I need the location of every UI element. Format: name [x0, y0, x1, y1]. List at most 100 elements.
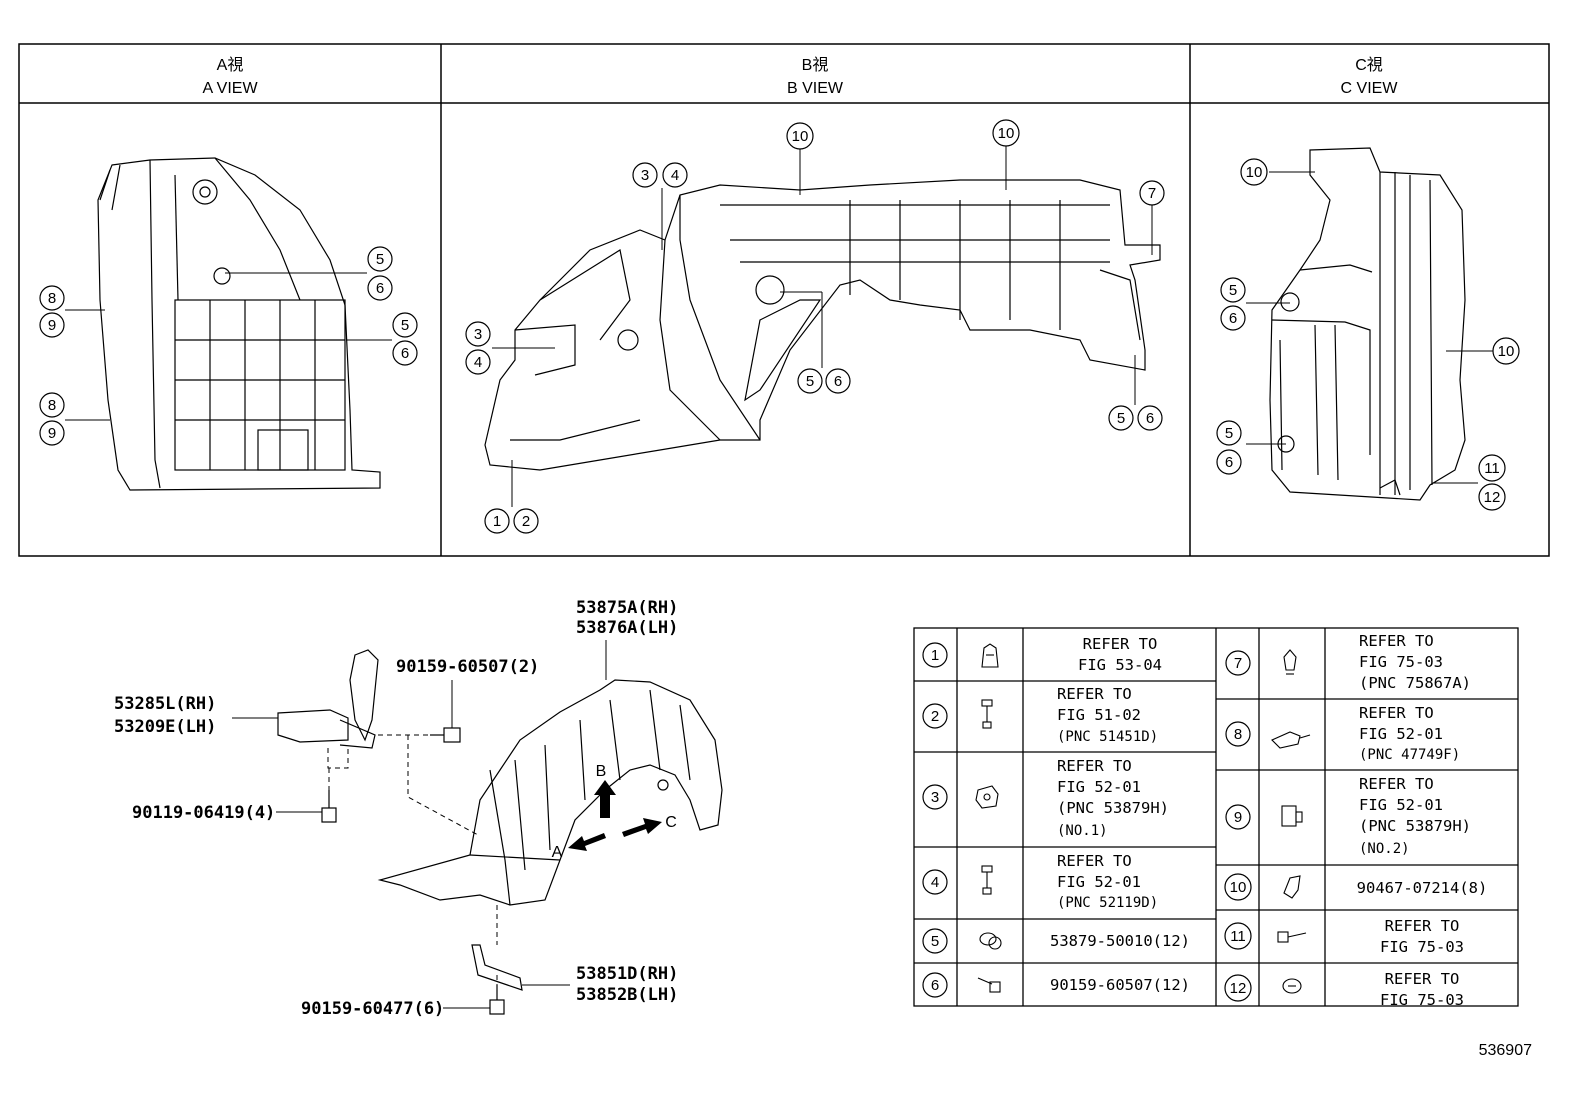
callout-6-b1: 6 [825, 368, 851, 394]
legend-12-line-1: REFER TO [1385, 970, 1460, 988]
legend-9-line-3: (PNC 53879H) [1359, 817, 1471, 835]
legend-3-line-2: FIG 52-01 [1057, 778, 1141, 796]
legend-3-line-4: (NO.1) [1057, 823, 1108, 839]
bracket-shape [277, 709, 349, 743]
legend-2-line-1: REFER TO [1057, 685, 1132, 703]
part-label-leaders [232, 640, 607, 1009]
legend-num-5: 5 [922, 928, 948, 954]
svg-text:6: 6 [931, 977, 939, 994]
label-bolt-top: 90159-60507(2) [396, 657, 539, 677]
callout-5-a2: 5 [392, 312, 418, 338]
view-b-drawing [484, 179, 1161, 471]
legend-7-line-3: (PNC 75867A) [1359, 674, 1471, 692]
callout-10-c1: 10 [1240, 158, 1268, 186]
callout-2-b: 2 [513, 508, 539, 534]
arrow-b [594, 780, 616, 818]
callout-3-b1: 3 [632, 162, 658, 188]
label-stay-rh: 53851D(RH) [576, 964, 678, 984]
callout-4-b1: 4 [662, 162, 688, 188]
cap-clip-icon [1282, 978, 1302, 994]
callout-9-a1: 9 [39, 312, 65, 338]
svg-text:12: 12 [1484, 489, 1501, 506]
legend-5-line-1: 53879-50010(12) [1050, 932, 1190, 950]
svg-text:7: 7 [1148, 185, 1156, 202]
legend-num-4: 4 [922, 869, 948, 895]
label-bolt-bottom: 90159-60477(6) [301, 999, 444, 1019]
part-labels: 53875A(RH) 53876A(LH) 53285L(RH) 53209E(… [114, 598, 678, 1019]
svg-text:10: 10 [1230, 879, 1247, 896]
callout-8-a1: 8 [39, 285, 65, 311]
svg-text:3: 3 [641, 167, 649, 184]
callout-11-c: 11 [1478, 454, 1506, 482]
legend-9-line-1: REFER TO [1359, 775, 1434, 793]
legend-11-line-2: FIG 75-03 [1380, 938, 1464, 956]
callout-8-a2: 8 [39, 392, 65, 418]
legend-2-line-2: FIG 51-02 [1057, 706, 1141, 724]
legend-3-line-1: REFER TO [1057, 757, 1132, 775]
arrow-c [622, 818, 662, 837]
arrow-a [568, 833, 606, 851]
svg-text:4: 4 [671, 167, 679, 184]
label-bracket-lh: 53209E(LH) [114, 717, 216, 737]
label-bracket-rh: 53285L(RH) [114, 694, 216, 714]
legend-icons [975, 643, 1311, 994]
grommet-icon [979, 932, 1002, 950]
view-c-title-en: C VIEW [1341, 80, 1399, 97]
svg-text:8: 8 [48, 290, 56, 307]
legend-num-10: 10 [1224, 873, 1252, 901]
legend-num-12: 12 [1224, 974, 1252, 1002]
svg-text:3: 3 [474, 326, 482, 343]
fender-liner-shape [377, 679, 723, 906]
legend-4-line-3: (PNC 52119D) [1057, 895, 1158, 911]
view-c-title-jp: C視 [1355, 56, 1383, 74]
screw-icon [981, 699, 993, 729]
legend-numbers: 1 2 3 4 5 6 7 8 9 10 11 12 [922, 642, 1252, 1002]
svg-text:4: 4 [474, 354, 482, 371]
svg-text:10: 10 [792, 128, 809, 145]
assembly-dashed-lines [327, 734, 498, 985]
callout-10-c2: 10 [1492, 337, 1520, 365]
direction-arrows: B C A [552, 763, 677, 861]
callout-6-c2: 6 [1216, 449, 1242, 475]
svg-text:2: 2 [931, 708, 939, 725]
box-clip-icon [1281, 805, 1303, 827]
figure-number: 536907 [1479, 1042, 1532, 1059]
callout-6-a2: 6 [392, 340, 418, 366]
legend-6-line-1: 90159-60507(12) [1050, 976, 1190, 994]
svg-text:5: 5 [1225, 425, 1233, 442]
arrow-c-label: C [665, 814, 677, 831]
svg-text:10: 10 [998, 125, 1015, 142]
legend-4-line-1: REFER TO [1057, 852, 1132, 870]
push-rivet-icon [1283, 649, 1297, 675]
callout-5-b2: 5 [1108, 405, 1134, 431]
legend-num-8: 8 [1225, 721, 1251, 747]
exploded-assembly [277, 649, 723, 1015]
callout-1-b: 1 [484, 508, 510, 534]
legend-1-line-2: FIG 53-04 [1078, 656, 1162, 674]
legend-10-line-1: 90467-07214(8) [1357, 879, 1488, 897]
svg-text:5: 5 [1229, 282, 1237, 299]
view-c-drawing [1269, 147, 1466, 501]
legend-texts: REFER TO FIG 53-04 REFER TO FIG 51-02 (P… [1050, 632, 1487, 1009]
legend-num-9: 9 [1225, 804, 1251, 830]
svg-text:4: 4 [931, 874, 939, 891]
legend-num-7: 7 [1225, 650, 1251, 676]
callout-7-b: 7 [1139, 180, 1165, 206]
nut-clip-icon [975, 785, 999, 809]
legend-9-line-2: FIG 52-01 [1359, 796, 1443, 814]
screw-icon [981, 865, 993, 895]
legend-7-line-2: FIG 75-03 [1359, 653, 1443, 671]
clip-icon [981, 643, 999, 668]
callout-4-b2: 4 [465, 349, 491, 375]
callout-5-a1: 5 [367, 246, 393, 272]
callout-5-b1: 5 [797, 368, 823, 394]
view-a-title-en: A VIEW [202, 80, 258, 97]
svg-text:1: 1 [493, 513, 501, 530]
svg-text:6: 6 [1225, 454, 1233, 471]
svg-text:11: 11 [1230, 928, 1246, 945]
retainer-icon [1271, 731, 1311, 749]
callout-circles: 8 9 8 9 5 6 5 6 3 4 10 10 7 3 4 5 6 5 6 … [39, 119, 1520, 534]
svg-text:9: 9 [48, 317, 56, 334]
bolt-bottom-shape [489, 985, 505, 1015]
